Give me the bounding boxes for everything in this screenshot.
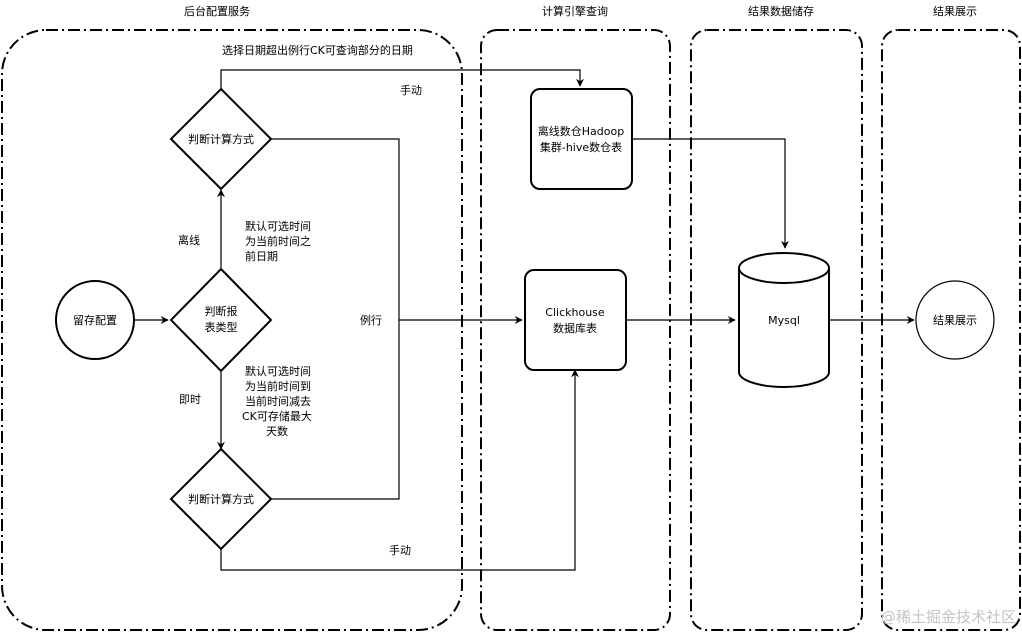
edge-label-manual-top: 手动 (400, 83, 422, 97)
node-report-type-line2: 表类型 (205, 320, 238, 334)
node-clickhouse-line2: 数据库表 (553, 321, 597, 335)
edge-label-over-range: 选择日期超出例行CK可查询部分的日期 (222, 43, 413, 57)
node-report-type-line1: 判断报 (205, 304, 238, 318)
lane-title-display: 结果展示 (933, 5, 977, 18)
connectors (134, 69, 915, 571)
note-offline-line: 为当前时间之 (245, 234, 311, 248)
watermark: @稀土掘金技术社区 (881, 608, 1016, 626)
node-save-config-label: 留存配置 (73, 313, 117, 327)
node-result-display: 结果展示 (915, 280, 995, 360)
node-clickhouse: Clickhouse 数据库表 (524, 269, 627, 371)
note-offline-line: 默认可选时间 (245, 220, 311, 233)
lane-display: 结果展示 (881, 5, 1021, 631)
edge-over-range-to-hadoop (220, 69, 584, 89)
edge-calc-bottom-join (271, 320, 400, 500)
edge-manual-bottom-to-clickhouse (220, 369, 579, 571)
note-offline: 默认可选时间 为当前时间之 前日期 (245, 220, 311, 263)
lane-title-storage: 结果数据储存 (748, 4, 814, 18)
node-calc-method-bottom: 判断计算方式 (169, 447, 273, 551)
node-mysql-label: Mysql (768, 314, 800, 327)
lane-title-backend: 后台配置服务 (184, 4, 250, 18)
node-result-display-label: 结果展示 (933, 314, 977, 327)
note-realtime-line: 默认可选时间 (245, 365, 311, 378)
note-offline-line: 前日期 (245, 249, 278, 263)
edge-hadoop-to-mysql (632, 138, 789, 249)
note-realtime-line: 当前时间减去 (245, 394, 311, 408)
note-realtime: 默认可选时间 为当前时间到 当前时间减去 CK可存储最大 天数 (242, 365, 312, 438)
node-hadoop-line1: 离线数仓Hadoop (538, 124, 624, 138)
node-report-type: 判断报 表类型 (169, 267, 273, 373)
node-save-config: 留存配置 (55, 280, 135, 360)
node-calc-method-top-label: 判断计算方式 (188, 132, 254, 146)
note-realtime-line: 为当前时间到 (245, 379, 311, 393)
lane-backend: 后台配置服务 (1, 4, 463, 631)
note-realtime-line: 天数 (266, 425, 288, 438)
note-realtime-line: CK可存储最大 (242, 409, 312, 423)
edge-label-realtime: 即时 (179, 393, 201, 406)
node-hadoop-line2: 集群-hive数仓表 (540, 140, 622, 154)
node-hadoop: 离线数仓Hadoop 集群-hive数仓表 (530, 88, 633, 190)
edge-label-offline: 离线 (178, 233, 200, 247)
node-clickhouse-line1: Clickhouse (545, 306, 605, 319)
edge-calc-top-to-clickhouse (271, 138, 523, 324)
lane-title-compute: 计算引擎查询 (542, 4, 608, 18)
lane-compute: 计算引擎查询 (480, 4, 671, 631)
edge-label-routine: 例行 (360, 313, 382, 327)
edge-label-manual-bottom: 手动 (389, 543, 411, 557)
node-calc-method-top: 判断计算方式 (169, 87, 273, 191)
node-calc-method-bottom-label: 判断计算方式 (188, 492, 254, 506)
lane-storage: 结果数据储存 (690, 4, 863, 631)
node-mysql: Mysql (738, 252, 830, 388)
